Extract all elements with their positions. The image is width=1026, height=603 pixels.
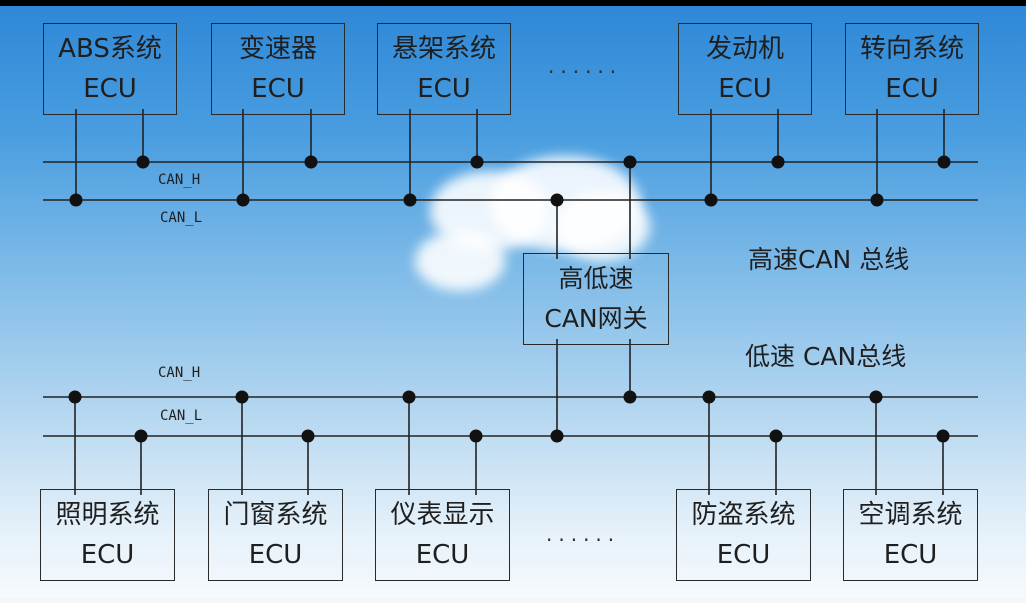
- ellipsis-top: ......: [548, 54, 623, 78]
- ecu-box-doors-windows: 门窗系统 ECU: [208, 489, 343, 581]
- junction-dot: [623, 390, 637, 404]
- junction-dot: [235, 390, 249, 404]
- junction-dot: [304, 155, 318, 169]
- ecu-name: 转向系统: [859, 34, 964, 64]
- junction-dot: [869, 390, 883, 404]
- high-bus-title: 高速CAN 总线: [748, 245, 910, 274]
- low-can-h-label: CAN_H: [158, 365, 201, 381]
- ecu-label: ECU: [83, 74, 137, 104]
- ecu-name: 防盗系统: [691, 500, 796, 530]
- junction-dot: [550, 193, 564, 207]
- cloud-decoration: [555, 191, 650, 261]
- ecu-box-instrument: 仪表显示 ECU: [375, 489, 510, 581]
- junction-dot: [68, 390, 82, 404]
- ellipsis-bottom: ......: [546, 522, 621, 546]
- low-can-l-label: CAN_L: [160, 408, 203, 424]
- ecu-label: ECU: [417, 74, 471, 104]
- ecu-label: ECU: [415, 540, 470, 570]
- junction-dot: [69, 193, 83, 207]
- junction-dot: [771, 155, 785, 169]
- junction-dot: [702, 390, 716, 404]
- ecu-name: 变速器: [238, 34, 317, 64]
- ecu-box-abs: ABS系统 ECU: [43, 23, 177, 115]
- bottom-edge: [0, 598, 1026, 603]
- ecu-name: 悬架系统: [391, 34, 496, 64]
- ecu-box-suspension: 悬架系统 ECU: [377, 23, 511, 115]
- junction-dot: [550, 429, 564, 443]
- junction-dot: [870, 193, 884, 207]
- ecu-label: ECU: [80, 540, 135, 570]
- ecu-name: 空调系统: [858, 500, 963, 530]
- junction-dot: [704, 193, 718, 207]
- ecu-label: ECU: [248, 540, 303, 570]
- ecu-box-anti-theft: 防盗系统 ECU: [676, 489, 811, 581]
- junction-dot: [134, 429, 148, 443]
- junction-dot: [403, 193, 417, 207]
- junction-dot: [402, 390, 416, 404]
- ecu-name: 照明系统: [55, 500, 160, 530]
- junction-dot: [469, 429, 483, 443]
- junction-dot: [623, 155, 637, 169]
- ecu-box-air-conditioning: 空调系统 ECU: [843, 489, 978, 581]
- ecu-label: ECU: [251, 74, 305, 104]
- can-gateway-box: 高低速 CAN网关: [523, 253, 669, 345]
- ecu-box-steering: 转向系统 ECU: [845, 23, 979, 115]
- ecu-name: 仪表显示: [390, 500, 495, 530]
- junction-dot: [936, 429, 950, 443]
- ecu-label: ECU: [883, 540, 938, 570]
- ecu-box-transmission: 变速器 ECU: [211, 23, 345, 115]
- ecu-name: ABS系统: [58, 34, 162, 64]
- high-can-h-label: CAN_H: [158, 172, 201, 188]
- junction-dot: [470, 155, 484, 169]
- ecu-label: ECU: [718, 74, 772, 104]
- ecu-box-lighting: 照明系统 ECU: [40, 489, 175, 581]
- junction-dot: [136, 155, 150, 169]
- gateway-line2: CAN网关: [544, 304, 648, 333]
- bus-wiring: [43, 109, 978, 495]
- junction-dot: [236, 193, 250, 207]
- junction-dot: [301, 429, 315, 443]
- gateway-line1: 高低速: [558, 264, 634, 293]
- ecu-label: ECU: [716, 540, 771, 570]
- low-bus-title: 低速 CAN总线: [745, 342, 907, 371]
- ecu-box-engine: 发动机 ECU: [678, 23, 812, 115]
- ecu-label: ECU: [885, 74, 939, 104]
- cloud-decoration: [415, 231, 505, 291]
- junction-dot: [937, 155, 951, 169]
- high-can-l-label: CAN_L: [160, 210, 203, 226]
- ecu-name: 门窗系统: [223, 500, 328, 530]
- diagram-canvas: ABS系统 ECU 变速器 ECU 悬架系统 ECU ...... 发动机 EC…: [0, 6, 1026, 598]
- ecu-name: 发动机: [705, 34, 784, 64]
- junction-dot: [769, 429, 783, 443]
